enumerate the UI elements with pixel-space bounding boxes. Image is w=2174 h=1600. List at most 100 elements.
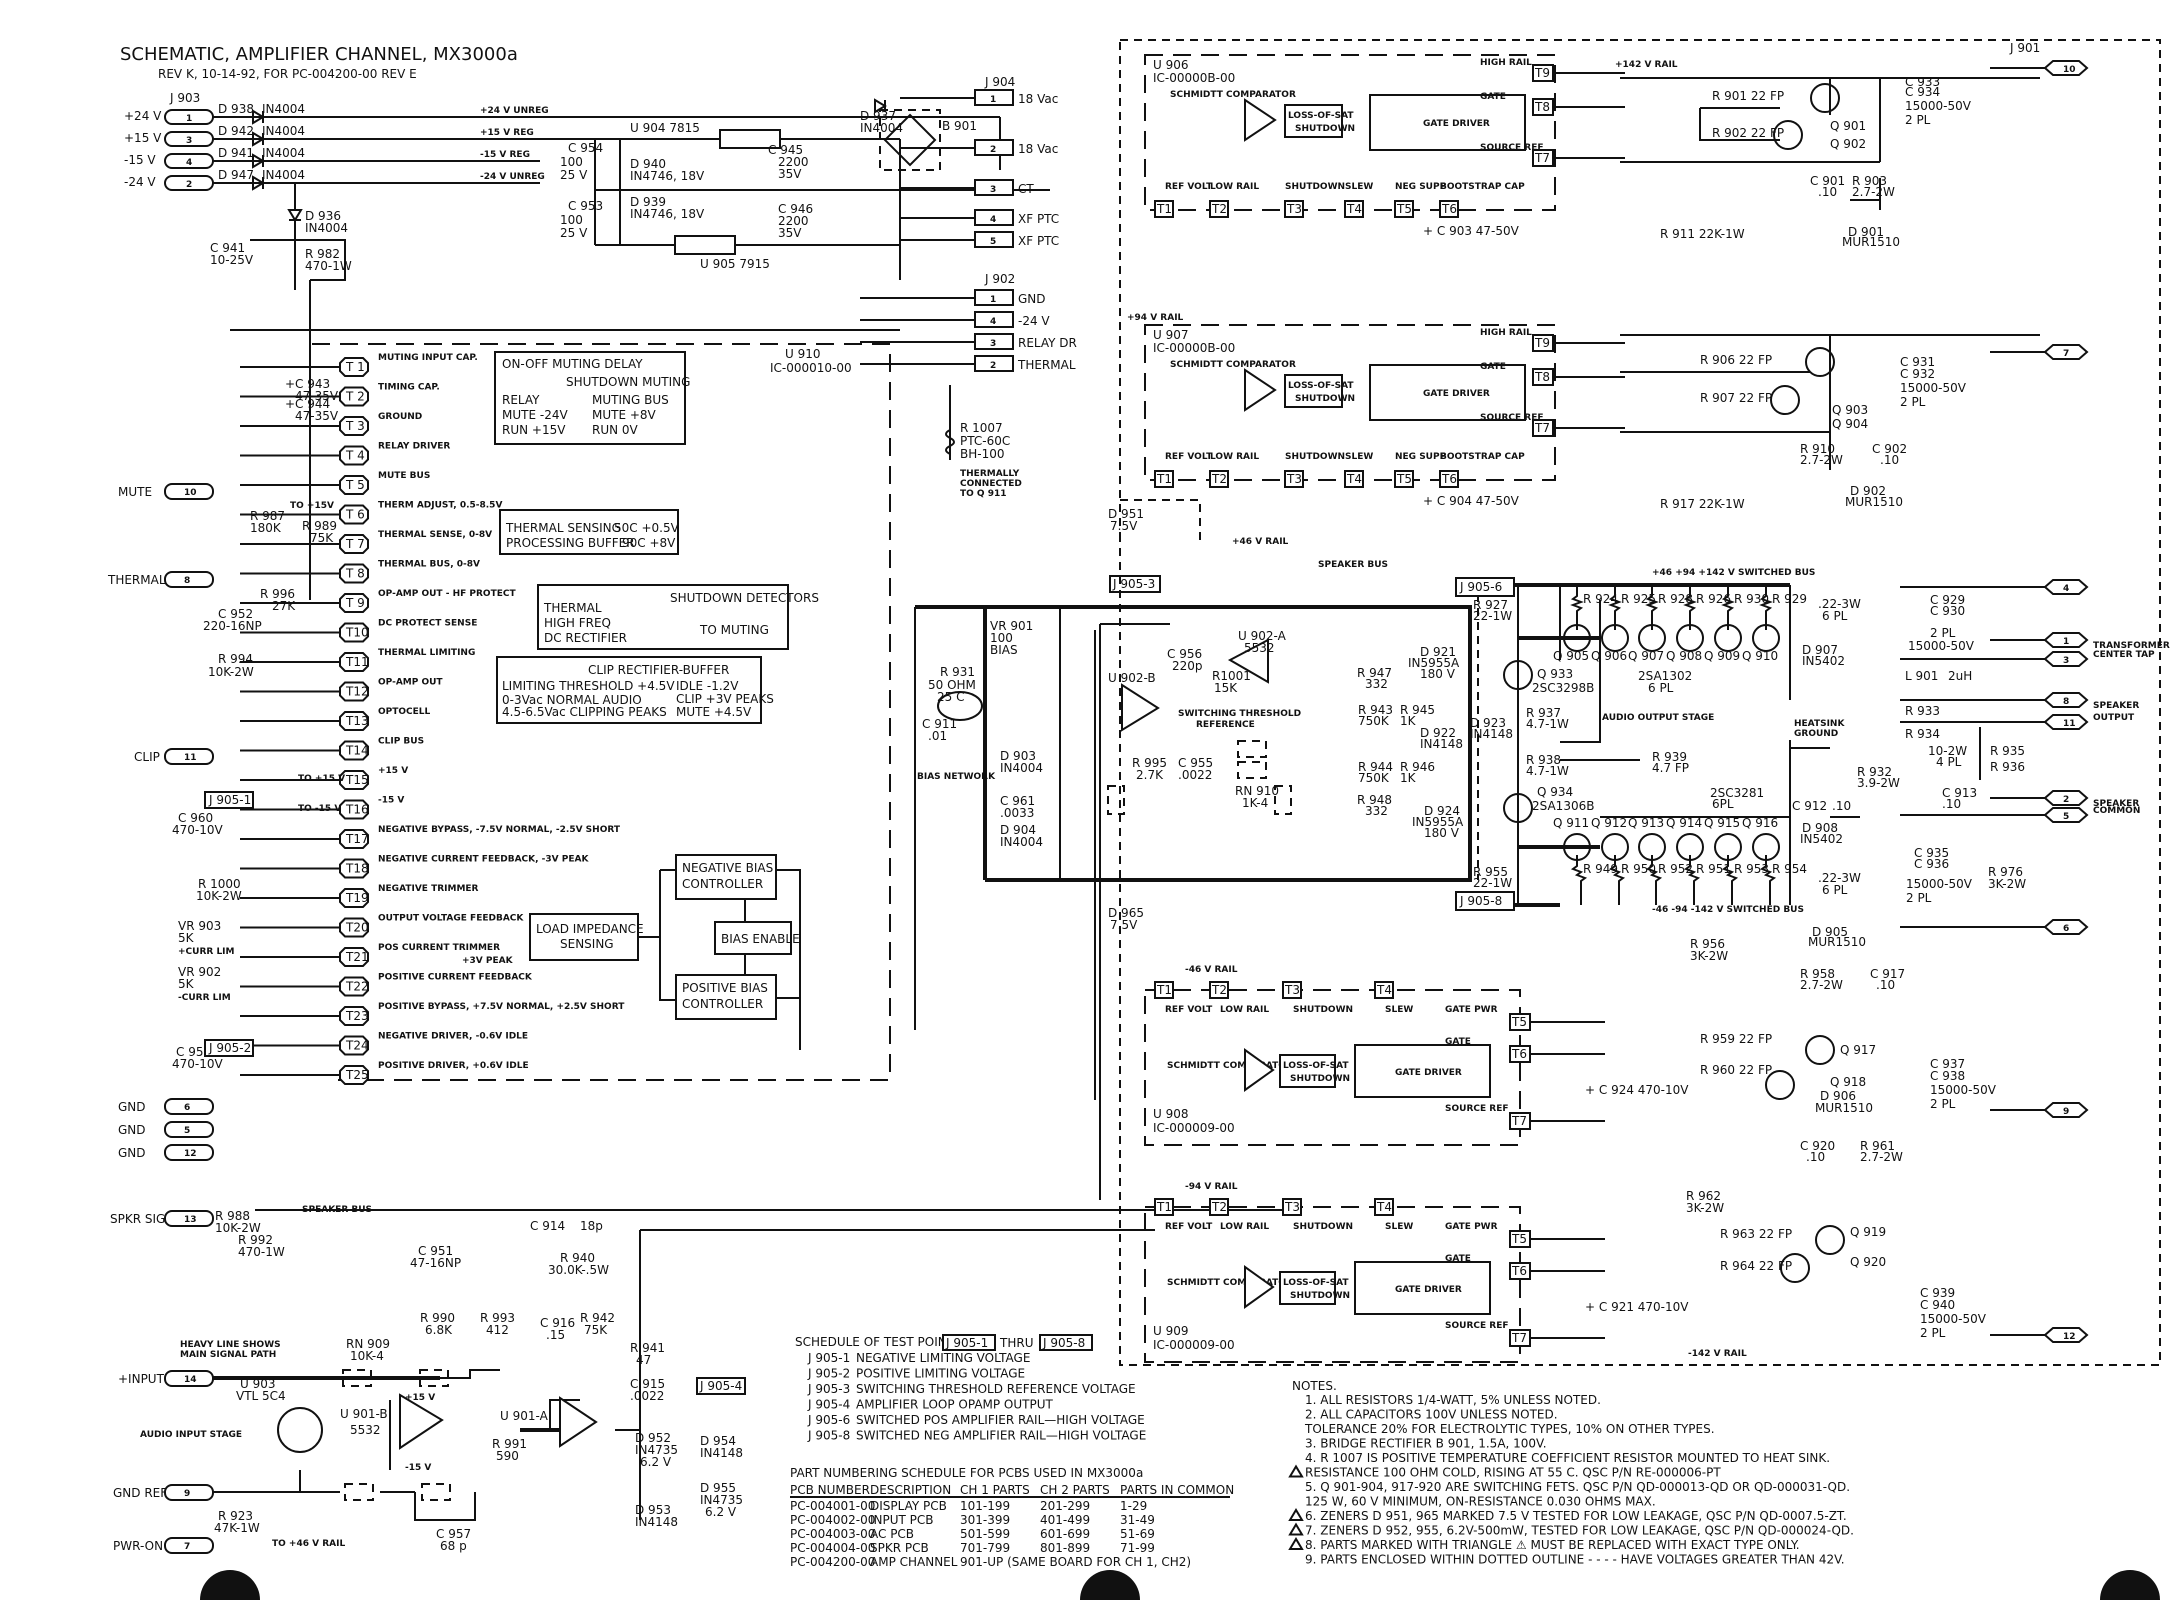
terminal-label: LOW RAIL	[1220, 1005, 1269, 1015]
c939-count: 2 PL	[1920, 1326, 1946, 1340]
c911-label: C 911	[922, 717, 957, 731]
diode-part: IN4004	[262, 168, 305, 182]
resistor-label: R 930	[1734, 592, 1769, 606]
d906-part: MUR1510	[1815, 1101, 1873, 1115]
switching-ref-label: REFERENCE	[1196, 720, 1255, 730]
transistor-icon	[1752, 624, 1780, 652]
d955-part: IN4735	[700, 1493, 743, 1507]
terminal-id: T4	[1376, 983, 1392, 997]
clip-rectifier-block: CLIP RECTIFIER-BUFFER LIMITING THRESHOLD…	[496, 656, 774, 724]
table-cell: 701-799	[960, 1541, 1010, 1555]
d906-label: D 906	[1820, 1089, 1856, 1103]
c929-value: 15000-50V	[1908, 639, 1975, 653]
r935-label: R 935	[1990, 744, 2025, 758]
c956-label: C 956	[1167, 647, 1202, 661]
note-line: 6. ZENERS D 951, 965 MARKED 7.5 V TESTED…	[1305, 1509, 1847, 1523]
diode-ref: D 938	[218, 102, 254, 116]
r982-value: 470-1W	[305, 259, 352, 273]
pin-name: CENTER TAP	[2093, 650, 2155, 660]
table-cell: 901-UP (SAME BOARD FOR CH 1, CH2)	[960, 1555, 1191, 1569]
terminal-label: GATE PWR	[1445, 1005, 1498, 1015]
connector-pin	[164, 1098, 214, 1115]
block-text: 4.5-6.5Vac CLIPPING PEAKS	[502, 705, 667, 719]
block-text: SHUTDOWN	[1290, 1074, 1350, 1084]
u910-terminal	[339, 475, 369, 495]
d924-value: 180 V	[1424, 826, 1460, 840]
load-impedance-block: LOAD IMPEDANCE SENSING	[529, 913, 644, 961]
terminal-id: T8	[1534, 370, 1550, 384]
terminal-label: HIGH RAIL	[1480, 58, 1532, 68]
r907-label: R 907 22 FP	[1700, 391, 1772, 405]
d907-part: IN5402	[1802, 654, 1845, 668]
loss-of-sat-block	[1284, 374, 1343, 408]
r990-value: 6.8K	[425, 1323, 453, 1337]
table-cell: PC-004002-00	[790, 1513, 875, 1527]
r946-value: 1K	[1400, 771, 1417, 785]
terminal-id: T7	[1511, 1114, 1527, 1128]
vr901-value: 100	[990, 631, 1013, 645]
c902-value: .10	[1880, 453, 1899, 467]
terminal-id: T17	[345, 832, 369, 846]
u910-terminal	[339, 504, 369, 525]
pin-number: 3	[990, 185, 996, 195]
comparator-label: SCHMIDTT COMPARATOR	[1170, 360, 1296, 370]
bias-network: R 931 50 OHM 25 C VR 901 100 BIAS C 911 …	[914, 575, 1472, 1200]
resistor-icon	[1645, 855, 1663, 905]
c936-label: C 936	[1914, 857, 1949, 871]
d953-part: IN4148	[635, 1515, 678, 1529]
heavy-line-note: HEAVY LINE SHOWS	[180, 1340, 281, 1350]
d908-label: D 908	[1802, 821, 1838, 835]
pin-number: 2	[2063, 795, 2069, 805]
table-cell: PC-004003-00	[790, 1527, 875, 1541]
terminal-label: REF VOLT	[1165, 182, 1213, 192]
c954-voltage: 25 V	[560, 168, 588, 182]
resistor-label: R 954	[1772, 862, 1807, 876]
r982-label: R 982	[305, 247, 340, 261]
fet-section-bot1: R 956 3K-2W D 905 MUR1510 R 958 2.7-2W C…	[1690, 925, 1997, 1115]
q903-label: Q 903	[1832, 403, 1868, 417]
u901b-label: U 901-B	[340, 1407, 388, 1421]
terminal-label: OP-AMP OUT	[378, 678, 443, 688]
d924-part: IN5955A	[1412, 815, 1464, 829]
terminal-label: POSITIVE CURRENT FEEDBACK	[378, 973, 533, 983]
resistor-label: R 928	[1658, 592, 1693, 606]
test-point-desc: POSITIVE LIMITING VOLTAGE	[856, 1367, 1025, 1381]
r961-label: R 961	[1860, 1139, 1895, 1153]
bootstrap-cap-label: + C 904 47-50V	[1423, 494, 1520, 508]
transistor-label: Q 906	[1591, 649, 1627, 663]
connector-label: PWR-ON	[113, 1539, 163, 1553]
terminal-id: T3	[1286, 472, 1302, 486]
pin-name: SPEAKER	[2093, 701, 2139, 711]
d937-label: D 937	[860, 109, 896, 123]
ic-terminal	[1344, 470, 1364, 488]
transistor-label: Q 907	[1628, 649, 1664, 663]
terminal-id: T3	[1284, 1200, 1300, 1214]
block-text: LOSS-OF-SAT	[1283, 1061, 1349, 1071]
c932-label: C 932	[1900, 367, 1935, 381]
d953-label: D 953	[635, 1503, 671, 1517]
r933-label: R 933	[1905, 704, 1940, 718]
top-q-count: 6 PL	[1648, 681, 1674, 695]
terminal-id: T3	[1284, 983, 1300, 997]
terminal-id: T7	[1511, 1331, 1527, 1345]
fet-section-top1: R 901 22 FP R 902 22 FP Q 901 Q 902 C 93…	[1620, 75, 2040, 249]
pin-number: 7	[184, 1542, 190, 1552]
terminal-id: T9	[1534, 336, 1550, 350]
test-point-desc: SWITCHED NEG AMPLIFIER RAIL—HIGH VOLTAGE	[856, 1429, 1146, 1443]
j905-8-label: J 905-8	[1459, 894, 1502, 908]
terminal-label: OP-AMP OUT - HF PROTECT	[378, 589, 516, 599]
test-point-desc: SWITCHING THRESHOLD REFERENCE VOLTAGE	[856, 1382, 1136, 1396]
j905-1-testpoint	[204, 791, 254, 809]
r906-label: R 906 22 FP	[1700, 353, 1772, 367]
r961-value: 2.7-2W	[1860, 1150, 1903, 1164]
diode-icon	[252, 175, 265, 191]
d940-part: IN4746, 18V	[630, 169, 705, 183]
table-cell: 51-69	[1120, 1527, 1155, 1541]
mosfet-icon	[1805, 1035, 1835, 1065]
opamp-icon	[1121, 683, 1160, 732]
r941-value: 47	[636, 1353, 651, 1367]
connector-pin	[2043, 1102, 2089, 1118]
registration-mark	[1080, 1570, 1140, 1600]
terminal-label: -15 V	[378, 796, 404, 806]
ic-outline	[1144, 989, 1521, 1146]
